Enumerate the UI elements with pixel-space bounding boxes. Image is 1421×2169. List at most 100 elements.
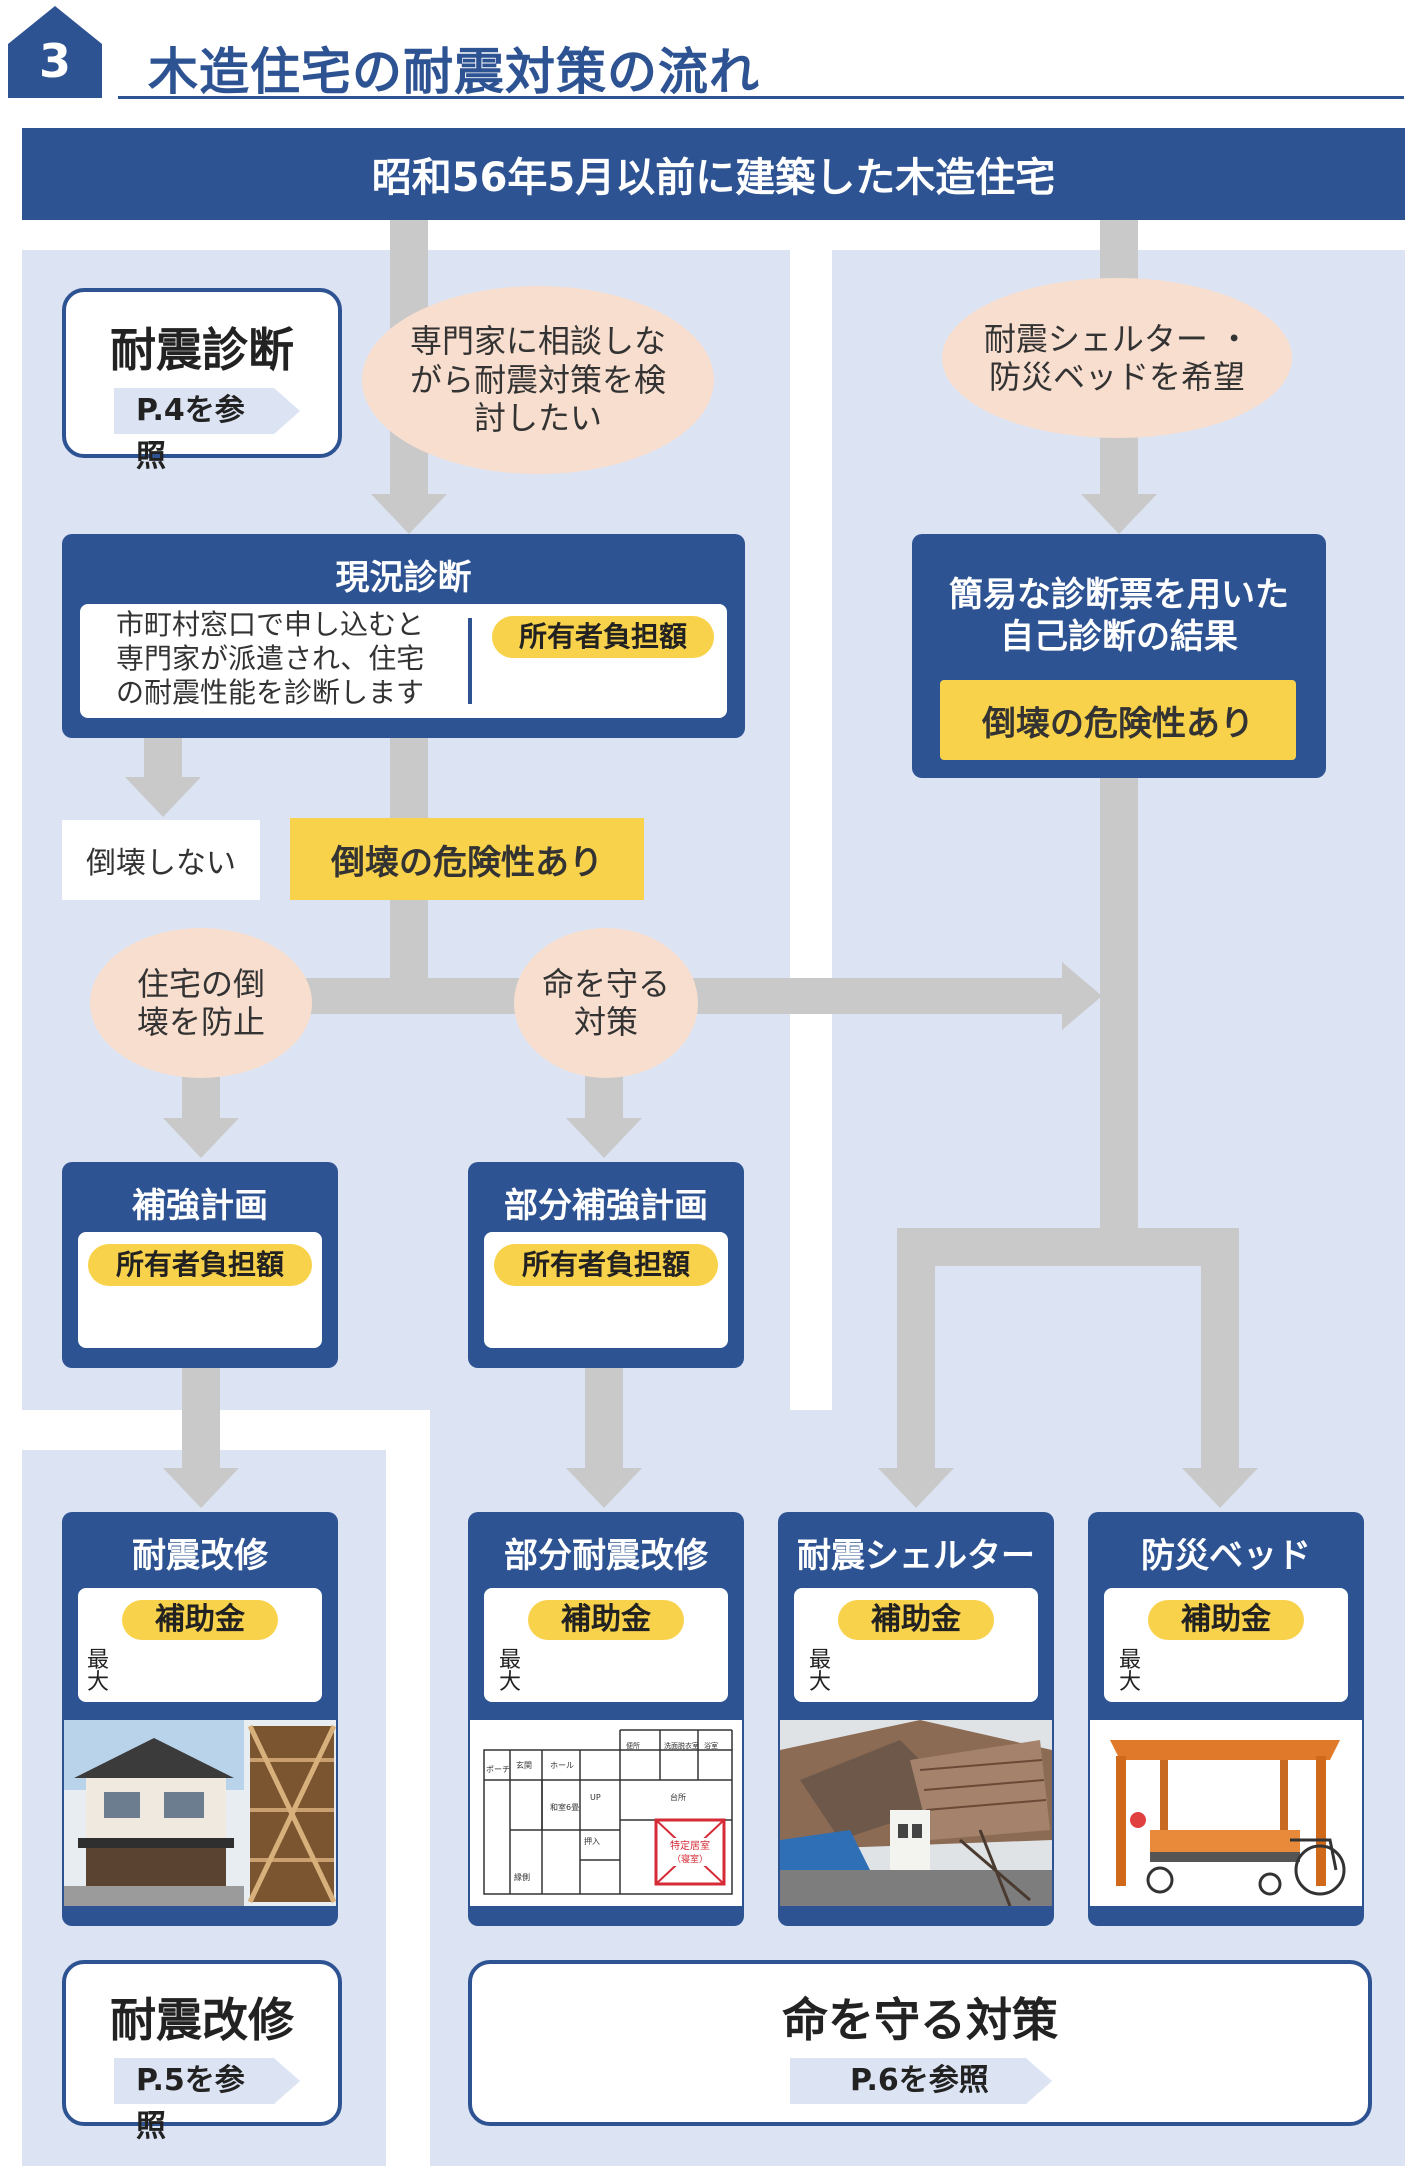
fp-engawa: 縁側 [514,1872,530,1882]
self-diagnosis-result: 倒壊の危険性あり [940,680,1296,760]
arrow-to-bed [1201,1228,1239,1470]
current-diagnosis-desc: 市町村窓口で申し込むと専門家が派遣され、住宅の耐震性能を診断します [116,608,425,709]
no-collapse-label: 倒壊しない [62,820,260,900]
current-diagnosis-burden-label: 所有者負担額 [492,616,714,658]
connector-self-diag-down [1100,778,1138,1248]
subsidy-label: 補助金 [122,1600,278,1640]
fp-japanese-room: 和室6畳 [550,1802,579,1812]
current-diagnosis-title: 現況診断 [335,558,472,598]
partial-plan-amount: 1万円~ [538,1282,674,1345]
fp-special-room: 特定居室 [670,1839,710,1852]
self-diagnosis-title: 簡易な診断票を用いた自己診断の結果 [949,575,1289,657]
arrow-head [371,494,447,534]
ref-seismic-retrofit[interactable]: 耐震改修 P.5を参照 [62,1960,342,2144]
house-photo-image [64,1720,336,1906]
partial-plan-card: 所有者負担額 1万円~ [484,1232,728,1348]
ref-seismic-retrofit-page[interactable]: P.5を参照 [114,2058,300,2144]
subsidy-max: 最大 [808,1648,831,1695]
ref-life-protection-title: 命を守る対策 [782,1993,1058,2047]
self-diagnosis-box: 簡易な診断票を用いた自己診断の結果 倒壊の危険性あり [912,534,1326,778]
subsidy-label: 補助金 [838,1600,994,1640]
fp-porch: ポーチ [486,1765,510,1774]
reinforce-plan-amount: 1万円~ [132,1282,268,1345]
subsidy-card-bed: 防災ベッド 補助金 最大 80万円 [1088,1512,1364,1926]
subsidy-amount: 80万円 [852,1634,996,1697]
floor-plan-image: 特定居室 （寝室） ポーチ 玄関 ホール 便所 洗面脱衣室 浴室 和室6畳 押入… [470,1720,742,1906]
subsidy-amount: 80万円 [1162,1634,1306,1697]
divider [468,618,472,704]
subsidy-max: 最大 [1118,1648,1141,1695]
current-diagnosis-card: 市町村窓口で申し込むと専門家が派遣され、住宅の耐震性能を診断します 所有者負担額… [80,604,727,718]
fp-entrance: 玄関 [516,1760,532,1770]
collapsed-house-photo [780,1720,1052,1906]
arrow-head [566,1118,642,1158]
arrow-head [1182,1468,1258,1508]
reinforce-plan-box: 補強計画 所有者負担額 1万円~ [62,1162,338,1368]
fp-up: UP [590,1793,601,1802]
disaster-bed-image [1090,1720,1362,1906]
reinforce-plan-burden-label: 所有者負担額 [88,1244,312,1286]
subsidy-amount-card: 補助金 最大 115万円 [78,1588,322,1702]
partial-plan-burden-label: 所有者負担額 [494,1244,718,1286]
subsidy-amount-card: 補助金 最大 80万円 [1104,1588,1348,1702]
subsidy-title: 耐震シェルター [797,1536,1035,1576]
arrow-head-right [1062,962,1102,1030]
current-diagnosis-box: 現況診断 市町村窓口で申し込むと専門家が派遣され、住宅の耐震性能を診断します 所… [62,534,745,738]
partial-plan-box: 部分補強計画 所有者負担額 1万円~ [468,1162,744,1368]
oval-shelter-wish: 耐震シェルター ・防災ベッドを希望 [942,278,1292,438]
oval-consult-expert: 専門家に相談しながら耐震対策を検討したい [362,286,714,474]
collapsed-house-image [780,1720,1052,1906]
fp-kitchen: 台所 [670,1792,686,1802]
reinforce-plan-title: 補強計画 [132,1186,268,1226]
subsidy-card-retrofit: 耐震改修 補助金 最大 115万円 [62,1512,338,1926]
page-title: 木造住宅の耐震対策の流れ [148,43,760,101]
subsidy-amount-card: 補助金 最大 80万円 [794,1588,1038,1702]
arrow-to-shelter [897,1228,935,1470]
ref-seismic-diagnosis-title: 耐震診断 [110,323,294,377]
arrow-to-no-collapse [144,738,182,778]
partial-plan-title: 部分補強計画 [504,1186,708,1226]
arrow-head [566,1468,642,1508]
oval-protect-life-text: 命を守る対策 [541,964,670,1041]
current-diagnosis-amount: 1万円~ [535,652,671,715]
house-badge-icon [8,6,102,98]
arrow-head [1081,494,1157,534]
ref-seismic-diagnosis-page[interactable]: P.4を参照 [114,388,300,474]
arrow-head [125,777,201,817]
oval-prevent-collapse-text: 住宅の倒壊を防止 [136,964,265,1041]
oval-consult-expert-text: 専門家に相談しながら耐震対策を検討したい [409,322,666,438]
subsidy-card-shelter: 耐震シェルター 補助金 最大 80万円 [778,1512,1054,1926]
arrow-head [163,1468,239,1508]
arrow-to-partial-retrofit [585,1368,623,1470]
subsidy-title: 防災ベッド [1141,1536,1311,1576]
reinforce-plan-card: 所有者負担額 1万円~ [78,1232,322,1348]
ref-life-protection-page[interactable]: P.6を参照 [790,2058,1052,2104]
subsidy-max: 最大 [86,1648,109,1695]
arrow-head [878,1468,954,1508]
ref-seismic-retrofit-title: 耐震改修 [110,1993,294,2047]
section-number-badge: 3 [6,4,104,100]
target-banner: 昭和56年5月以前に建築した木造住宅 [22,128,1405,220]
house-photo [64,1720,336,1906]
ref-seismic-diagnosis[interactable]: 耐震診断 P.4を参照 [62,288,342,474]
subsidy-amount: 80万円 [542,1634,686,1697]
subsidy-amount-card: 補助金 最大 80万円 [484,1588,728,1702]
target-banner-text: 昭和56年5月以前に建築した木造住宅 [371,155,1056,201]
ref-life-protection[interactable]: 命を守る対策 P.6を参照 [468,1960,1372,2126]
subsidy-amount: 115万円 [116,1634,297,1697]
oval-protect-life: 命を守る対策 [514,928,698,1078]
fp-hall: ホール [550,1761,574,1770]
fp-wash: 洗面脱衣室 [664,1741,699,1750]
fp-toilet: 便所 [626,1741,640,1750]
subsidy-label: 補助金 [1148,1600,1304,1640]
collapse-risk-label: 倒壊の危険性あり [290,818,644,900]
fp-bath: 浴室 [704,1741,718,1750]
subsidy-label: 補助金 [528,1600,684,1640]
subsidy-title: 耐震改修 [132,1536,268,1576]
floor-plan-drawing: 特定居室 （寝室） ポーチ 玄関 ホール 便所 洗面脱衣室 浴室 和室6畳 押入… [470,1720,742,1906]
subsidy-title: 部分耐震改修 [504,1536,708,1576]
fp-bedroom: （寝室） [672,1853,708,1865]
arrow-to-retrofit [182,1368,220,1470]
oval-prevent-collapse: 住宅の倒壊を防止 [90,928,312,1078]
title-underline [118,96,1404,99]
